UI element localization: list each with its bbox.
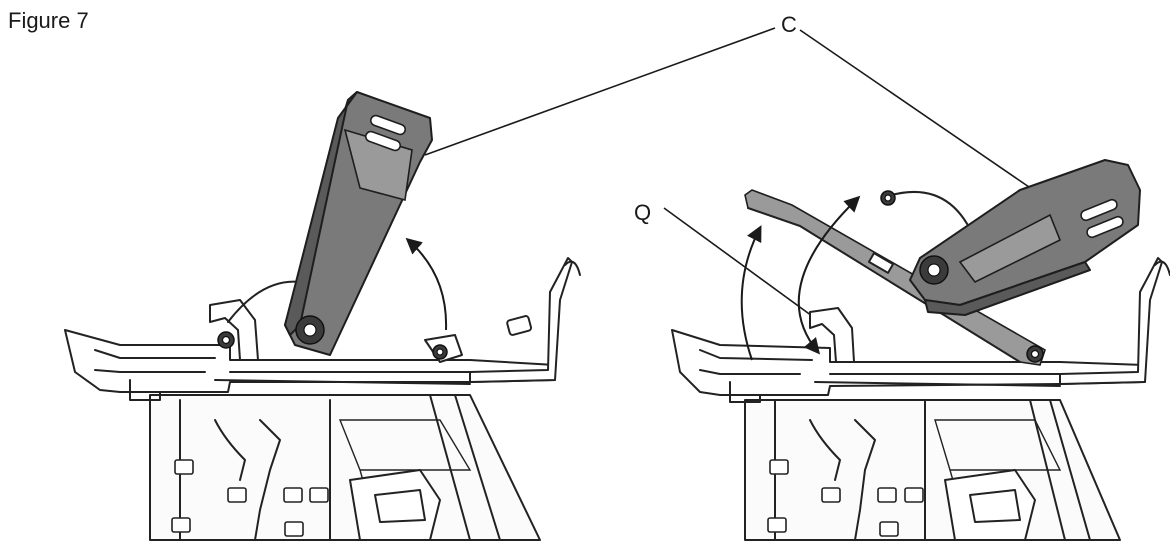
- figure-title: Figure 7: [8, 8, 89, 33]
- right-lever-slot-2: [1086, 215, 1124, 239]
- callout-c-label: C: [781, 12, 797, 37]
- left-lever-slot-2: [364, 130, 402, 152]
- right-lower-housing: [744, 399, 1121, 541]
- left-lower-housing: [149, 394, 541, 541]
- callout-q-label: Q: [634, 200, 651, 225]
- left-spring: [227, 280, 301, 323]
- left-upright: [469, 257, 573, 383]
- right-lever-slot-1: [1080, 198, 1118, 222]
- right-assembly: [671, 159, 1170, 541]
- left-assembly: [64, 91, 581, 541]
- leader-line-c-left: [424, 27, 776, 156]
- left-hook: [209, 299, 259, 361]
- leader-line-c-right: [799, 29, 1049, 201]
- c-swing-arrow: [797, 195, 861, 355]
- q-raise-arrow: [740, 225, 762, 361]
- left-lever-slot-1: [369, 114, 407, 136]
- left-rotation-arrow: [405, 237, 448, 331]
- right-upright: [1059, 257, 1163, 385]
- right-rail: [671, 329, 1146, 396]
